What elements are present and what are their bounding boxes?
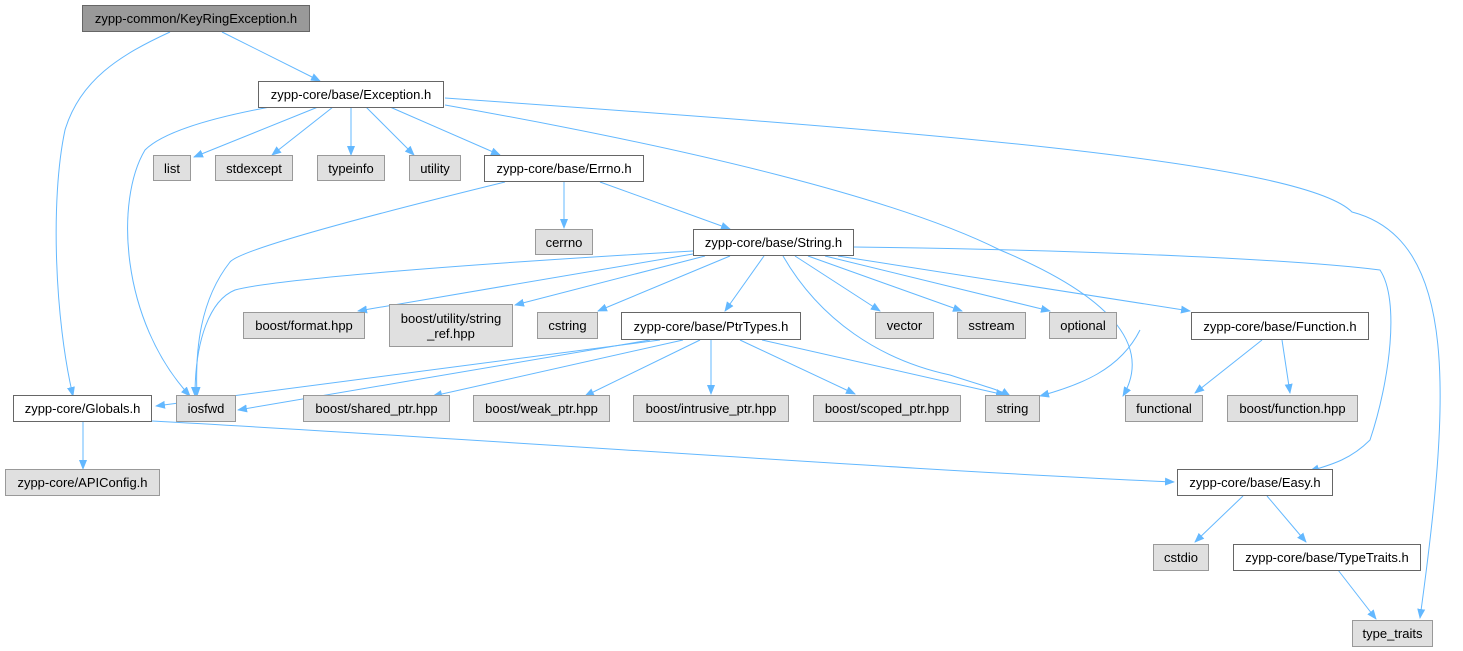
node-boost-string-ref[interactable]: boost/utility/string _ref.hpp <box>389 304 513 347</box>
node-type-traits[interactable]: type_traits <box>1352 620 1433 647</box>
node-iosfwd[interactable]: iosfwd <box>176 395 236 422</box>
edge-ptrtypes-boost_shared_ptr <box>432 339 684 398</box>
node-typeinfo[interactable]: typeinfo <box>317 155 385 181</box>
edge-function-functional <box>1194 339 1263 394</box>
edge-exception-list <box>193 106 319 158</box>
edge-exception-stdexcept <box>271 106 334 156</box>
node-boost-intrusive-ptr[interactable]: boost/intrusive_ptr.hpp <box>633 395 789 422</box>
edge-exception-utility <box>365 106 415 156</box>
node-optional[interactable]: optional <box>1049 312 1117 339</box>
edge-stringh-boost_string_ref <box>514 255 706 307</box>
edge-stringh-ptrtypes <box>724 255 765 312</box>
edge-stringh-boost_format <box>357 253 694 314</box>
node-boost-shared-ptr[interactable]: boost/shared_ptr.hpp <box>303 395 450 422</box>
edge-ptrtypes-boost_scoped_ptr <box>739 339 856 395</box>
node-vector[interactable]: vector <box>875 312 934 339</box>
node-easy-h[interactable]: zypp-core/base/Easy.h <box>1177 469 1333 496</box>
node-globals-h[interactable]: zypp-core/Globals.h <box>13 395 152 422</box>
edge-errno-iosfwd <box>192 181 506 397</box>
edge-stringh-optional <box>824 255 1051 313</box>
node-function-h[interactable]: zypp-core/base/Function.h <box>1191 312 1369 340</box>
node-string[interactable]: string <box>985 395 1040 422</box>
edge-stringh-easy <box>852 246 1392 473</box>
edge-function-boost_function <box>1281 339 1293 394</box>
node-cstring[interactable]: cstring <box>537 312 598 339</box>
node-functional[interactable]: functional <box>1125 395 1203 422</box>
node-cstdio[interactable]: cstdio <box>1153 544 1209 571</box>
node-errno-h[interactable]: zypp-core/base/Errno.h <box>484 155 644 182</box>
node-ptrtypes-h[interactable]: zypp-core/base/PtrTypes.h <box>621 312 801 340</box>
node-string-h[interactable]: zypp-core/base/String.h <box>693 229 854 256</box>
node-utility[interactable]: utility <box>409 155 461 181</box>
edge-stringh-sstream <box>807 255 963 312</box>
edge-stringh-iosfwd <box>191 250 694 397</box>
node-boost-function[interactable]: boost/function.hpp <box>1227 395 1358 422</box>
node-stdexcept[interactable]: stdexcept <box>215 155 293 181</box>
edge-exception-string <box>444 104 1133 397</box>
edge-exception-errno <box>389 106 501 156</box>
edge-typetraits-type_traits <box>1337 569 1377 620</box>
node-list[interactable]: list <box>153 155 191 181</box>
node-exception-h[interactable]: zypp-core/base/Exception.h <box>258 81 444 108</box>
node-sstream[interactable]: sstream <box>957 312 1026 339</box>
edge-exception-iosfwd <box>127 106 271 397</box>
edge-stringh-optional-string <box>1039 329 1141 398</box>
edge-ptrtypes-string <box>761 339 1006 397</box>
node-boost-weak-ptr[interactable]: boost/weak_ptr.hpp <box>473 395 610 422</box>
edge-easy-cstdio <box>1194 495 1244 543</box>
node-apiconfig-h[interactable]: zypp-core/APIConfig.h <box>5 469 160 496</box>
node-boost-scoped-ptr[interactable]: boost/scoped_ptr.hpp <box>813 395 961 422</box>
edge-root-globals <box>55 31 171 397</box>
edge-root-exception <box>221 31 321 82</box>
edge-stringh-vector <box>794 255 881 312</box>
node-cerrno[interactable]: cerrno <box>535 229 593 255</box>
edge-ptrtypes-globals <box>155 339 661 409</box>
edge-stringh-string <box>782 255 1011 397</box>
edge-ptrtypes-boost_weak_ptr <box>584 339 701 397</box>
edge-easy-typetraits <box>1266 495 1307 543</box>
edge-errno-string_h <box>599 181 731 230</box>
node-boost-format[interactable]: boost/format.hpp <box>243 312 365 339</box>
edge-globals-easy <box>151 420 1175 486</box>
node-keyringexception-h[interactable]: zypp-common/KeyRingException.h <box>82 5 310 32</box>
edge-stringh-cstring <box>597 255 731 312</box>
edge-stringh-function_h <box>837 255 1191 314</box>
node-typetraits-h[interactable]: zypp-core/base/TypeTraits.h <box>1233 544 1421 571</box>
edge-exception-type_traits <box>444 97 1441 619</box>
